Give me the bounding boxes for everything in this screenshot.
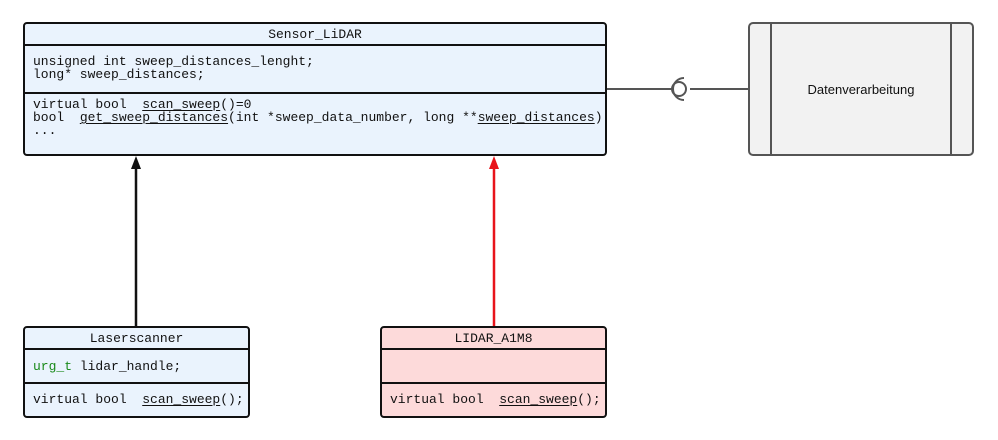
operation-scan-sweep: virtual bool scan_sweep(); bbox=[390, 392, 601, 407]
attribute-type: urg_t bbox=[33, 359, 73, 374]
class-lidar-a1m8: LIDAR_A1M8 virtual bool scan_sweep(); bbox=[380, 326, 607, 418]
operation-name: scan_sweep bbox=[142, 392, 221, 407]
operation-get-sweep-distances: bool get_sweep_distances(int *sweep_data… bbox=[33, 110, 603, 125]
attributes-section bbox=[382, 350, 605, 384]
attribute-lidar-handle: urg_t lidar_handle; bbox=[33, 359, 182, 374]
operation-name: scan_sweep bbox=[142, 97, 221, 112]
attribute-sweep-distances-lenght: unsigned int sweep_distances_lenght; bbox=[33, 54, 314, 69]
operations-section: virtual bool scan_sweep(); bbox=[382, 384, 605, 412]
operation-ellipsis: ... bbox=[33, 123, 57, 138]
parameter-name: sweep_distances bbox=[477, 110, 595, 125]
component-label: Datenverarbeitung bbox=[807, 81, 915, 97]
component-right-bar bbox=[950, 24, 952, 154]
class-laserscanner: Laserscanner urg_t lidar_handle; virtual… bbox=[23, 326, 250, 418]
operation-name: scan_sweep bbox=[499, 392, 578, 407]
component-left-bar bbox=[770, 24, 772, 154]
class-title: Sensor_LiDAR bbox=[25, 24, 605, 46]
attributes-section: urg_t lidar_handle; bbox=[25, 350, 248, 384]
operation-scan-sweep: virtual bool scan_sweep(); bbox=[33, 392, 244, 407]
operations-section: virtual bool scan_sweep()=0 bool get_swe… bbox=[25, 94, 605, 143]
arrowhead-laserscanner bbox=[131, 156, 141, 169]
class-title: Laserscanner bbox=[25, 328, 248, 350]
operations-section: virtual bool scan_sweep(); bbox=[25, 384, 248, 412]
operation-scan-sweep: virtual bool scan_sweep()=0 bbox=[33, 97, 252, 112]
attribute-sweep-distances: long* sweep_distances; bbox=[33, 67, 205, 82]
class-sensor-lidar: Sensor_LiDAR unsigned int sweep_distance… bbox=[23, 22, 607, 156]
operation-name: get_sweep_distances bbox=[79, 110, 229, 125]
class-title: LIDAR_A1M8 bbox=[382, 328, 605, 350]
interface-socket bbox=[672, 77, 685, 101]
attributes-section: unsigned int sweep_distances_lenght; lon… bbox=[25, 46, 605, 94]
arrowhead-lidar-a1m8 bbox=[489, 156, 499, 169]
interface-ball bbox=[671, 81, 687, 97]
component-datenverarbeitung: Datenverarbeitung bbox=[748, 22, 974, 156]
